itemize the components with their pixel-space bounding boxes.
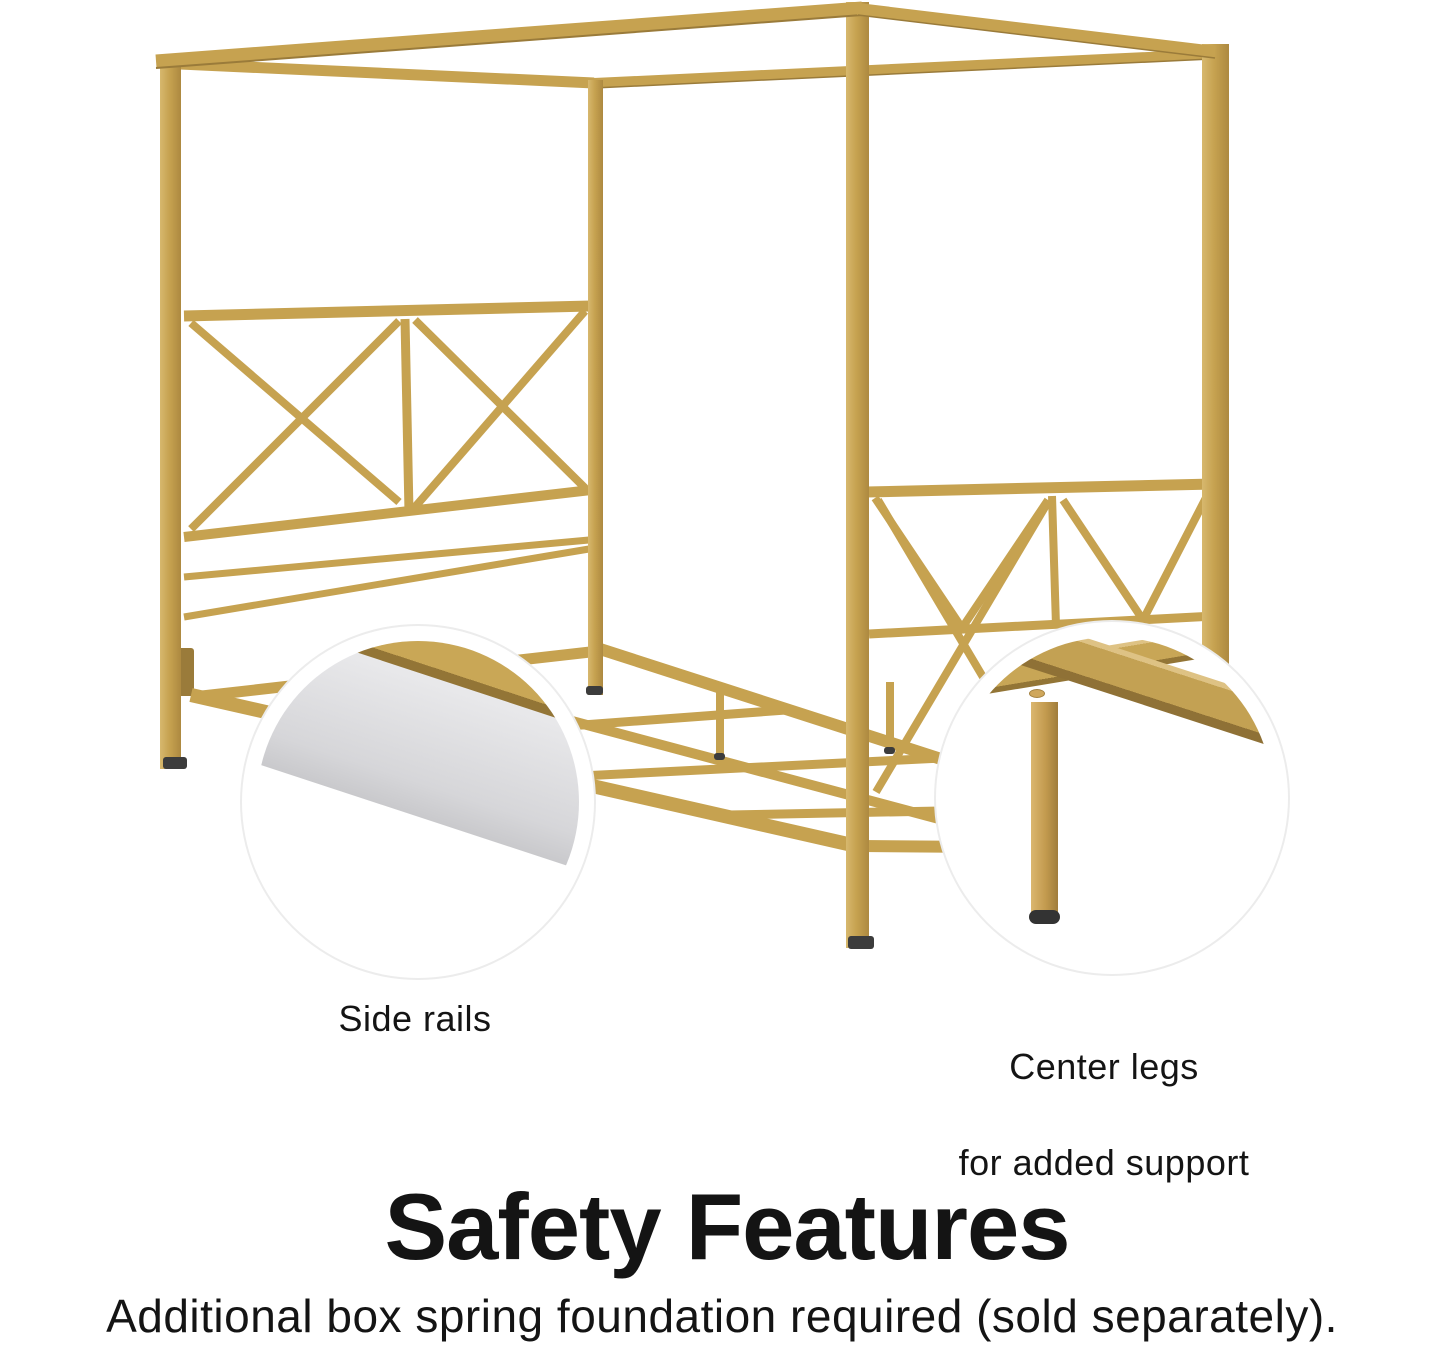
post-foot (586, 686, 603, 695)
center-legs-label-line2: for added support (958, 1142, 1250, 1183)
foot-left-post (846, 2, 869, 948)
footboard-v-brace (1059, 497, 1147, 623)
side-rails-callout-image (257, 641, 579, 963)
side-rails-callout (242, 626, 594, 978)
center-leg-detail (1031, 702, 1058, 912)
center-legs-label-line1: Center legs (1009, 1046, 1199, 1087)
center-legs-label: Center legs for added support (959, 995, 1250, 1187)
footboard-v-brace (871, 495, 966, 631)
headboard-lower-rail (183, 545, 590, 621)
headboard-lower-rail (183, 536, 590, 581)
headboard-x-brace (188, 319, 402, 506)
canopy-front-rail-edge (593, 58, 1212, 89)
note-text: Additional box spring foundation require… (106, 1290, 1338, 1342)
canopy-head-rail (179, 58, 595, 89)
footboard-center-stub (1048, 495, 1060, 627)
headboard-x-brace (411, 308, 589, 510)
headboard (183, 300, 592, 621)
canopy-foot-rail-edge (857, 14, 1216, 59)
footboard-mid-rail (868, 611, 1216, 639)
footboard-top-rail (865, 478, 1215, 498)
bolt-detail (1029, 689, 1045, 698)
canopy-foot-rail (857, 3, 1216, 58)
headboard-x-brace (188, 318, 402, 532)
headboard-divider (400, 318, 414, 513)
canopy-rear-rails (179, 49, 1212, 89)
center-legs-callout (936, 622, 1288, 974)
head-right-post (588, 80, 603, 695)
center-leg-foot (714, 753, 725, 760)
footboard-v-brace (1139, 488, 1214, 622)
cross-slat (559, 753, 943, 782)
side-rails-label: Side rails (338, 998, 492, 1039)
center-leg-foot (884, 747, 895, 754)
center-leg-foot-detail (1029, 910, 1060, 924)
center-legs-callout-image (951, 637, 1273, 959)
head-left-post (160, 56, 181, 769)
side-rail-bracket (178, 648, 194, 696)
page-title: Safety Features (384, 1174, 1070, 1279)
headboard-bottom-rail (183, 485, 592, 542)
center-leg (886, 682, 894, 750)
canopy-back-rail-edge (155, 14, 863, 69)
headboard-top-rail (183, 300, 592, 322)
posts (160, 2, 1229, 948)
canopy-back-rail (155, 1, 863, 68)
post-foot (848, 936, 874, 949)
canopy-front-rail (593, 49, 1212, 88)
center-leg (716, 690, 724, 756)
footboard-v-brace (958, 497, 1052, 631)
post-foot (163, 757, 187, 769)
canopy-front-rails (155, 1, 1216, 69)
footboard-long-brace (872, 499, 1052, 795)
